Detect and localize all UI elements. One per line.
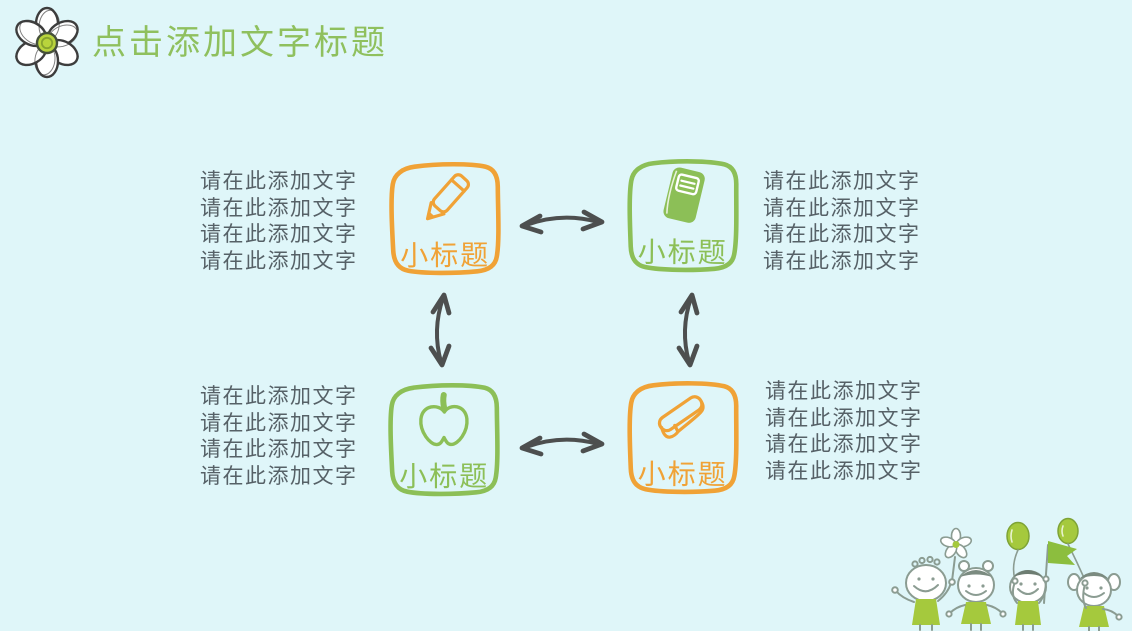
text-line: 请在此添加文字 bbox=[763, 195, 921, 220]
text-line: 请在此添加文字 bbox=[200, 410, 358, 435]
text-placeholder-top-left[interactable]: 请在此添加文字 请在此添加文字 请在此添加文字 请在此添加文字 bbox=[200, 168, 358, 274]
book-icon bbox=[663, 167, 705, 223]
text-placeholder-bottom-left[interactable]: 请在此添加文字 请在此添加文字 请在此添加文字 请在此添加文字 bbox=[200, 383, 358, 489]
text-line: 请在此添加文字 bbox=[765, 458, 923, 483]
text-placeholder-bottom-right[interactable]: 请在此添加文字 请在此添加文字 请在此添加文字 请在此添加文字 bbox=[765, 378, 923, 484]
text-line: 请在此添加文字 bbox=[763, 222, 921, 246]
text-line: 请在此添加文字 bbox=[200, 463, 358, 488]
box-label: 小标题 bbox=[400, 240, 491, 273]
text-line: 请在此添加文字 bbox=[763, 248, 921, 273]
apple-icon bbox=[419, 392, 469, 447]
box-border bbox=[388, 382, 500, 497]
shape-box-apple[interactable]: 小标题 bbox=[382, 378, 507, 503]
eraser-icon bbox=[657, 395, 705, 439]
text-line: 请在此添加文字 bbox=[200, 248, 358, 273]
box-label: 小标题 bbox=[399, 461, 490, 494]
double-arrow-vertical-left bbox=[428, 292, 452, 368]
box-label: 小标题 bbox=[637, 459, 728, 492]
box-label: 小标题 bbox=[637, 237, 728, 270]
text-line: 请在此添加文字 bbox=[200, 384, 358, 408]
text-line: 请在此添加文字 bbox=[765, 379, 923, 403]
text-line: 请在此添加文字 bbox=[200, 222, 358, 246]
text-line: 请在此添加文字 bbox=[200, 169, 358, 193]
shape-box-pencil[interactable]: 小标题 bbox=[383, 157, 508, 282]
box-border bbox=[389, 161, 501, 276]
double-arrow-horizontal-bottom bbox=[519, 431, 605, 457]
shape-box-eraser[interactable]: 小标题 bbox=[621, 376, 746, 501]
text-line: 请在此添加文字 bbox=[200, 195, 358, 220]
box-border bbox=[627, 159, 739, 273]
shape-box-book[interactable]: 小标题 bbox=[620, 153, 745, 278]
pencil-icon bbox=[425, 173, 471, 221]
box-border bbox=[627, 381, 739, 495]
text-line: 请在此添加文字 bbox=[763, 169, 921, 193]
text-line: 请在此添加文字 bbox=[200, 437, 358, 461]
flower-doodle-icon bbox=[15, 6, 79, 79]
text-line: 请在此添加文字 bbox=[765, 405, 923, 430]
children-balloons-illustration bbox=[891, 517, 1123, 631]
double-arrow-horizontal-top bbox=[519, 209, 605, 235]
slide-title[interactable]: 点击添加文字标题 bbox=[92, 25, 388, 62]
text-line: 请在此添加文字 bbox=[765, 432, 923, 456]
text-placeholder-top-right[interactable]: 请在此添加文字 请在此添加文字 请在此添加文字 请在此添加文字 bbox=[763, 168, 921, 274]
double-arrow-vertical-right bbox=[676, 292, 700, 368]
